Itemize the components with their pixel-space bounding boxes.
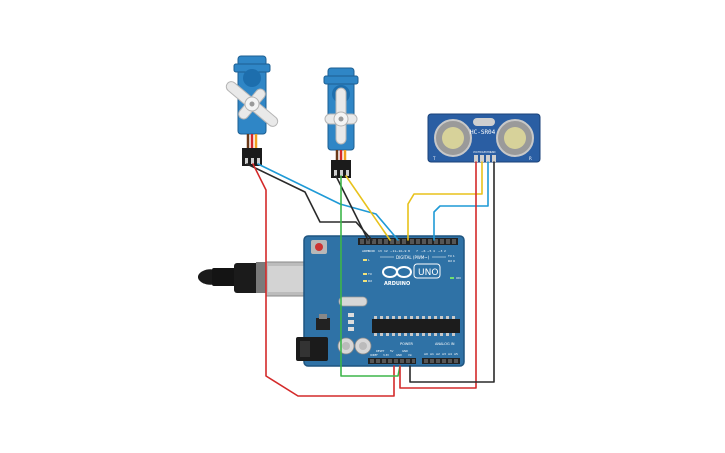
pin-2-label: 2 <box>444 249 446 253</box>
gnd-label-top: GND <box>368 249 376 253</box>
arduino-logo-icon <box>382 266 412 278</box>
pin-a5-label: A5 <box>454 352 458 356</box>
led-on-label: ON <box>456 276 461 280</box>
sensor-t-label: T <box>432 156 436 161</box>
power-label: POWER <box>400 342 414 346</box>
pin-a4-label: A4 <box>448 352 452 356</box>
wire-sensor-vcc[interactable] <box>399 161 477 389</box>
pin-5v-label: 5V <box>390 349 394 353</box>
pin-13-label: 13 <box>378 249 382 253</box>
pin-11-label: ~11 <box>390 249 396 253</box>
digital-pin-holes <box>360 239 456 244</box>
pin-a0-label: A0 <box>424 352 428 356</box>
pin-12-label: 12 <box>384 249 388 253</box>
pin-gnd2-label: GND <box>402 349 408 353</box>
arduino-board: AREF GND 13 12 ~11 ~10 ~9 8 7 ~6 ~5 4 ~3… <box>296 235 465 367</box>
digital-header-label: DIGITAL (PWM~) <box>396 255 430 260</box>
pin-6-label: ~6 <box>421 249 426 253</box>
pin-10-label: ~10 <box>396 249 402 253</box>
wire-servo-right-5v[interactable] <box>340 175 401 377</box>
servo-left[interactable] <box>216 55 288 166</box>
pin-7-label: 7 <box>416 249 418 253</box>
pin-4-label: 4 <box>433 249 435 253</box>
wire-servo-left-signal[interactable] <box>257 163 399 241</box>
pin-a2-label: A2 <box>436 352 440 356</box>
pin-ioref-label: IOREF <box>370 353 378 357</box>
pin-8-label: 8 <box>408 249 410 253</box>
analog-in-label: ANALOG IN <box>435 342 455 346</box>
pin-tx-label: TX 1 <box>447 254 455 258</box>
sensor-pins <box>474 155 496 162</box>
led-l-label: L <box>368 258 370 262</box>
pin-a1-label: A1 <box>430 352 434 356</box>
sensor-crystal <box>473 118 495 126</box>
pin-rx-label: RX 0 <box>448 259 455 263</box>
led-rx <box>363 280 367 282</box>
led-tx <box>363 273 367 275</box>
pin-gnd1-label: GND <box>396 353 402 357</box>
sensor-pin-gnd-label: GND <box>490 151 496 154</box>
voltage-regulator <box>316 318 330 330</box>
sensor-pin-echo-label: ECHO <box>484 151 491 154</box>
reset-button-cap[interactable] <box>315 243 323 251</box>
led-rx-label: RX <box>368 279 372 283</box>
crystal <box>338 296 368 307</box>
sensor-model-label: HC-SR04 <box>470 129 496 136</box>
digital-header <box>358 238 458 245</box>
wire-sensor-echo[interactable] <box>433 161 489 241</box>
wire-sensor-trig[interactable] <box>407 161 483 241</box>
usb-cable <box>198 261 307 297</box>
pin-a3-label: A3 <box>442 352 446 356</box>
servo-right-horn[interactable] <box>324 87 358 145</box>
pin-3-label: ~3 <box>438 249 443 253</box>
aref-label: AREF <box>362 249 370 253</box>
pin-vin-label: Vin <box>408 353 412 357</box>
uno-label: UNO <box>418 268 438 278</box>
sensor-r-label: R <box>529 156 532 161</box>
wire-servo-left-5v[interactable] <box>252 163 395 397</box>
pin-reset-label: RESET <box>376 349 385 353</box>
led-tx-label: TX <box>367 272 372 276</box>
atmega-chip <box>372 319 460 333</box>
wire-sensor-gnd[interactable] <box>409 161 495 383</box>
arduino-brand: ARDUINO <box>384 281 410 287</box>
uno-badge <box>413 263 441 279</box>
servo-left-horn[interactable] <box>216 70 288 139</box>
sensor-pin-trig-label: TRIG <box>478 151 484 154</box>
servo-right[interactable] <box>323 67 359 178</box>
analog-header <box>422 358 460 364</box>
pin-5-label: ~5 <box>427 249 432 253</box>
pin-9-label: ~9 <box>402 249 407 253</box>
wire-servo-right-signal[interactable] <box>345 175 391 241</box>
sensor-pin-vcc-label: VCC <box>473 151 478 154</box>
led-l <box>363 259 367 261</box>
ultrasonic-sensor[interactable]: HC-SR04 T R VCC TRIG ECHO GND <box>427 113 541 163</box>
led-on <box>450 277 454 279</box>
pin-33v-label: 3.3V <box>383 353 389 357</box>
